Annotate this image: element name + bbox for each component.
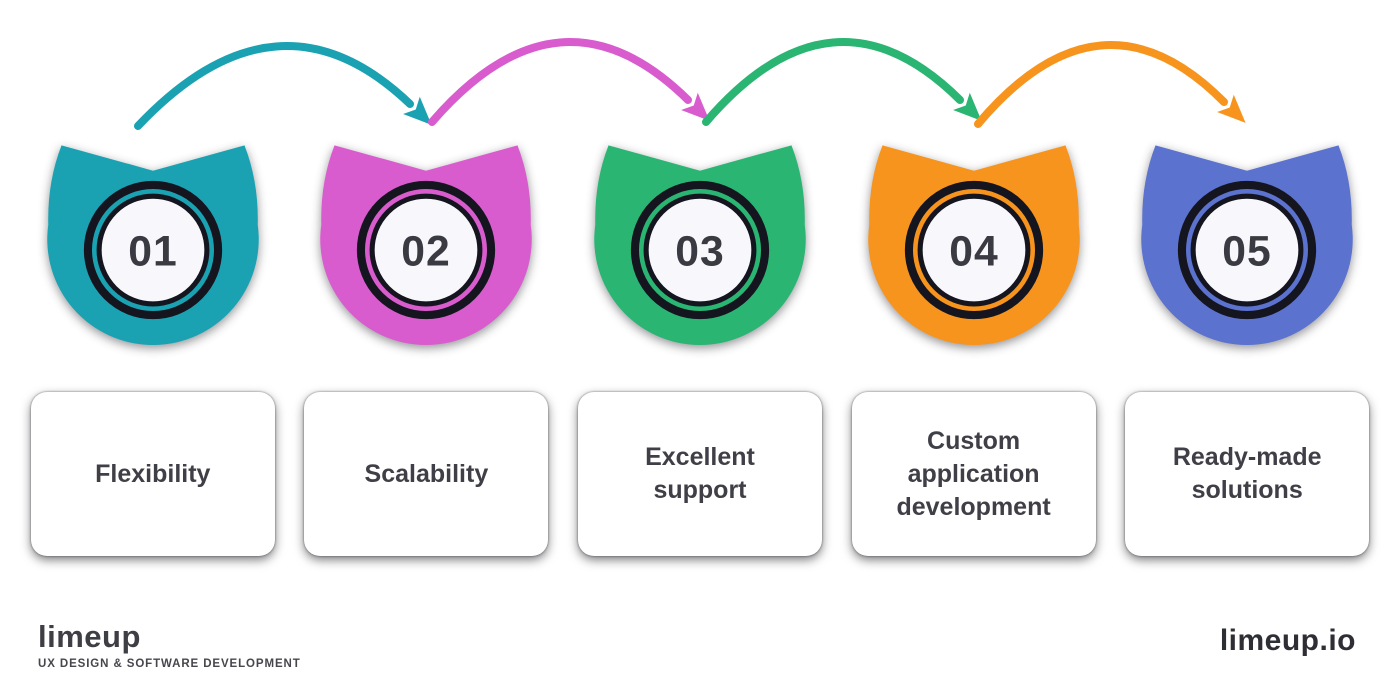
step-label: Flexibility [95,459,211,488]
arrow-arc-1 [134,42,414,130]
step-badge-4: 04 [867,145,1080,345]
step-number-circle [96,193,210,307]
step-label: Custom application development [896,426,1051,521]
step-card-2: Scalability [304,392,549,556]
step-column-1: 01 [16,136,290,360]
step-card-3: Excellent support [577,392,822,556]
arrow-icon-3 [702,38,982,126]
step-ring [83,180,222,320]
card-column-3: Excellent support [563,392,837,556]
step-ring [904,180,1043,320]
step-badge-1: 01 [47,145,259,345]
website-wordmark: limeup.io [1219,624,1356,657]
step-number: 01 [128,227,178,275]
arrow-head-1 [403,96,432,125]
step-number: 04 [949,227,999,275]
brand-tagline: UX design & software development [38,658,301,670]
step-ring [630,180,770,320]
card-row: Flexibility Scalability Excellent suppor… [16,392,1384,556]
arrow-head-3 [953,92,982,121]
step-number-circle [369,193,483,307]
arrow-head-4 [1217,94,1246,123]
step-label: Ready-made solutions [1172,443,1322,504]
step-column-3: 03 [563,136,837,360]
step-badge-2: 02 [320,145,533,345]
step-ring [357,180,496,320]
step-card-1: Flexibility [30,392,275,556]
step-number-circle [643,193,757,307]
step-number-circle [917,193,1031,307]
step-column-5: 05 [1110,136,1384,360]
arrow-arc-3 [702,38,964,126]
step-number: 03 [675,227,725,275]
brand-wordmark: limeup [38,619,141,655]
arrow-arc-2 [428,38,692,126]
card-column-2: Scalability [290,392,564,556]
step-ring [1178,180,1317,320]
step-card-4: Custom application development [851,392,1096,556]
step-label: Scalability [364,459,489,488]
arrow-icon-2 [428,38,710,126]
step-badge-5: 05 [1141,145,1353,345]
step-number: 05 [1222,227,1272,275]
step-number: 02 [402,227,452,275]
card-column-4: Custom application development [837,392,1111,556]
step-card-5: Ready-made solutions [1125,392,1370,556]
arrow-icon-1 [134,42,432,130]
arrow-arc-4 [974,41,1228,128]
arrow-icon-4 [974,41,1246,128]
card-column-5: Ready-made solutions [1110,392,1384,556]
brand-logo: limeup UX design & software development [38,621,301,670]
step-badge-3: 03 [594,145,806,345]
card-column-1: Flexibility [16,392,290,556]
step-column-2: 02 [290,136,564,360]
step-number-circle [1190,193,1304,307]
step-column-4: 04 [837,136,1111,360]
badge-row: 01 02 03 04 [16,136,1384,360]
step-label: Excellent support [645,443,755,504]
arrow-head-2 [681,92,710,121]
step-arrows [134,38,1246,130]
